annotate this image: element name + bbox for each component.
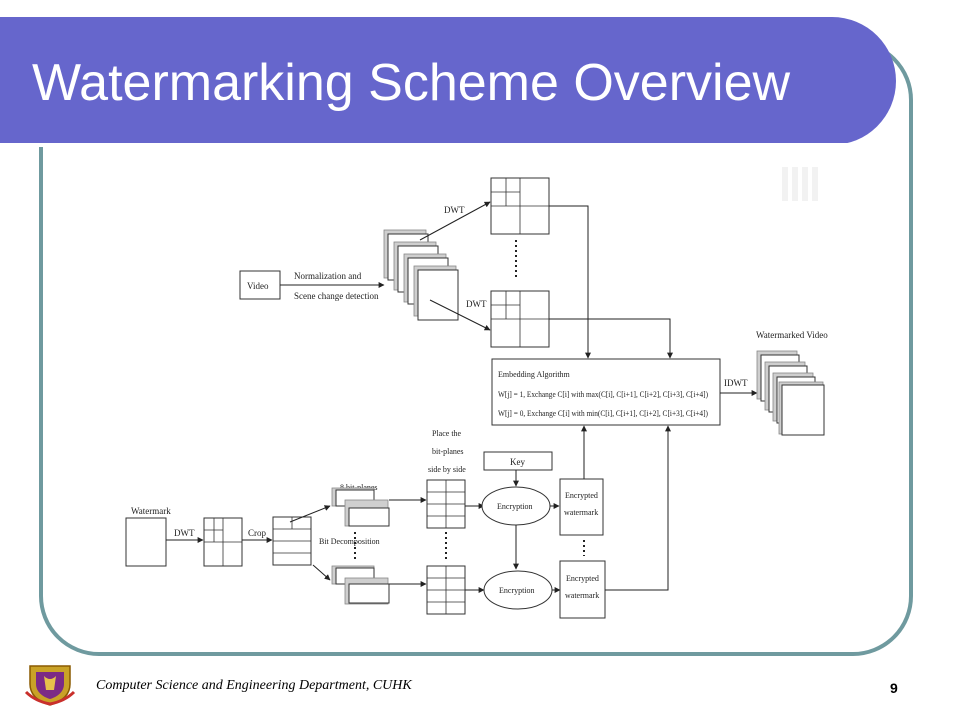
encrypted-2-line1: Encrypted (566, 574, 599, 583)
arrow-bitplane-bottom (312, 564, 331, 581)
embedding-algorithm-box: Embedding Algorithm W[j] = 1, Exchange C… (491, 358, 721, 426)
encryption-label-1: Encryption (497, 502, 533, 511)
watermarked-video-stack (756, 350, 825, 436)
encrypted-watermark-box-2: Encrypted watermark (559, 560, 606, 619)
scene-change-label: Scene change detection (294, 291, 379, 301)
slide-title: Watermarking Scheme Overview (32, 54, 791, 112)
encryption-label-2: Encryption (499, 586, 535, 595)
video-frames-stack (383, 229, 459, 321)
cropped-grid (272, 516, 312, 566)
dwt-mid-label: DWT (466, 299, 487, 309)
dwt-bottom-label: DWT (174, 528, 195, 538)
arrow-encrypted-2-to-embed (605, 425, 671, 591)
encrypted-1-line2: watermark (564, 508, 598, 517)
footer-department: Computer Science and Engineering Departm… (96, 678, 412, 693)
embedding-rule-1: W[j] = 1, Exchange C[i] with max(C[i], C… (498, 390, 708, 399)
place-label-2: bit-planes (432, 447, 464, 456)
bit-planes-top (331, 487, 390, 527)
embedding-rule-2: W[j] = 0, Exchange C[i] with min(C[i], C… (498, 409, 708, 418)
title-underline (0, 143, 848, 147)
arrow-top-grid-to-embed (549, 205, 591, 359)
place-label-3: side by side (428, 465, 466, 474)
encrypted-2-line2: watermark (565, 591, 599, 600)
cuhk-crest-icon (24, 665, 76, 706)
dwt-top-label: DWT (444, 205, 465, 215)
arrow-mid-grid-to-embed (549, 318, 673, 359)
bitplane-grid-bottom (426, 565, 466, 615)
arrow-bitplane-top (289, 505, 331, 523)
dwt-grid-middle (490, 290, 550, 348)
video-box: Video (239, 270, 281, 300)
encrypted-1-line1: Encrypted (565, 491, 598, 500)
crop-label: Crop (248, 528, 267, 538)
bitplane-grid-top (426, 479, 466, 529)
arrow-dwt-mid (429, 299, 491, 331)
encryption-node-2: Encryption (483, 570, 553, 610)
watermark-box (125, 517, 167, 567)
bit-decomposition-label: Bit Decomposition (319, 537, 380, 546)
title-banner: Watermarking Scheme Overview (0, 17, 896, 147)
bit-planes-label: 8 bit-planes (340, 483, 378, 492)
encrypted-watermark-box-1: Encrypted watermark (559, 478, 604, 536)
decorative-bars (780, 167, 824, 201)
idwt-label: IDWT (724, 378, 748, 388)
embedding-title: Embedding Algorithm (498, 370, 571, 379)
normalization-label: Normalization and (294, 271, 362, 281)
dwt-grid-top (490, 177, 550, 235)
key-box: Key (483, 451, 553, 471)
arrow-dwt-top (419, 201, 491, 241)
key-label: Key (510, 457, 525, 467)
video-label: Video (247, 281, 269, 291)
bit-planes-bottom (331, 565, 390, 605)
encryption-node-1: Encryption (481, 486, 551, 526)
watermark-dwt-grid (203, 517, 243, 567)
page-number: 9 (890, 680, 898, 696)
watermarked-video-label: Watermarked Video (756, 330, 828, 340)
watermark-label: Watermark (131, 506, 171, 516)
place-label-1: Place the (432, 429, 462, 438)
